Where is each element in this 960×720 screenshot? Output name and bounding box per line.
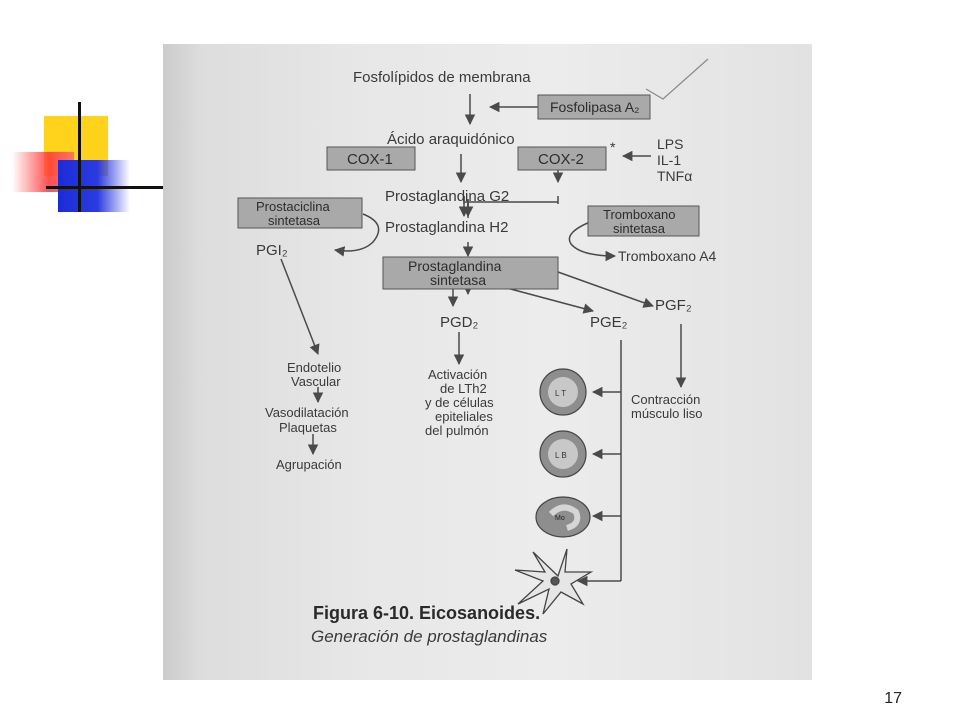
label-endotelio-2: Vascular xyxy=(291,374,341,389)
label-prosta-sint-1: Prostaglandina xyxy=(408,258,502,274)
label-fosfolipidos: Fosfolípidos de membrana xyxy=(353,69,531,86)
label-tnf: TNFα xyxy=(657,168,692,184)
label-cell-lt: L T xyxy=(555,389,566,398)
label-activacion-5: del pulmón xyxy=(425,423,489,438)
box-prostaglandina-sintetasa xyxy=(382,256,559,290)
label-acido: Ácido araquidónico xyxy=(387,131,515,148)
label-prostaciclina-2: sintetasa xyxy=(268,213,321,228)
label-star: * xyxy=(610,139,616,155)
arrow-sint-pgf2 xyxy=(557,271,654,308)
label-activacion-1: Activación xyxy=(428,367,487,382)
arrow-pgi2-endotelio xyxy=(280,258,320,355)
box-cox2 xyxy=(517,146,607,171)
label-cell-mo: Mo xyxy=(555,515,565,522)
enzyme-boxes xyxy=(237,94,700,290)
label-pgg2: Prostaglandina G2 xyxy=(385,188,509,205)
arrow-tromboxano xyxy=(568,219,617,262)
label-vaso-1: Vasodilatación xyxy=(265,405,349,420)
label-cell-lb: L B xyxy=(555,451,567,460)
eicosanoid-diagram: Fosfolípidos de membrana Fosfolipasa A₂ … xyxy=(237,58,717,646)
box-cox1 xyxy=(326,146,416,171)
box-fosfolipasa xyxy=(537,94,651,120)
label-tromboxano-syn-1: Tromboxano xyxy=(603,207,676,222)
figure-caption-title: Figura 6-10. Eicosanoides. xyxy=(313,603,540,623)
label-activacion-4: epiteliales xyxy=(435,409,493,424)
label-cox1: COX-1 xyxy=(347,151,393,168)
label-prostaciclina-1: Prostaciclina xyxy=(256,199,330,214)
cell-dendritic xyxy=(514,548,594,615)
label-endotelio-1: Endotelio xyxy=(287,360,341,375)
ornament-vertical-line xyxy=(78,102,81,212)
label-pgf2: PGF₂ xyxy=(655,297,692,314)
label-activacion-3: y de células xyxy=(425,395,494,410)
label-lps: LPS xyxy=(657,136,683,152)
label-fosfolipasa: Fosfolipasa A₂ xyxy=(550,99,639,115)
label-pgi2: PGI₂ xyxy=(256,242,288,259)
pen-tick-mark xyxy=(645,58,709,100)
label-contraccion-2: músculo liso xyxy=(631,406,703,421)
ornament-horizontal-line xyxy=(46,186,166,189)
immune-cells: L T L B Mo xyxy=(514,368,594,615)
label-tromboxano-syn-2: sintetasa xyxy=(613,221,666,236)
label-pgd2: PGD₂ xyxy=(440,314,479,331)
figure-caption-subtitle: Generación de prostaglandinas xyxy=(311,627,548,646)
label-pge2: PGE₂ xyxy=(590,314,628,331)
label-cox2: COX-2 xyxy=(538,151,584,168)
cell-lymphocyte-t: L T xyxy=(539,368,587,416)
label-pgh2: Prostaglandina H2 xyxy=(385,219,508,236)
cell-lymphocyte-b: L B xyxy=(539,430,587,478)
arrow-prostaciclina xyxy=(333,213,380,257)
cell-monocyte: Mo xyxy=(535,496,591,538)
label-prosta-sint-2: sintetasa xyxy=(430,272,486,288)
diagram-labels: Fosfolípidos de membrana Fosfolipasa A₂ … xyxy=(256,69,717,472)
slide-page-number: 17 xyxy=(884,690,902,707)
label-agrupacion: Agrupación xyxy=(276,457,342,472)
arrow-sint-pge2 xyxy=(502,286,595,314)
label-il1: IL-1 xyxy=(657,152,681,168)
label-tromboxano-a4: Tromboxano A4 xyxy=(618,248,717,264)
template-ornament xyxy=(0,0,170,230)
label-activacion-2: de LTh2 xyxy=(440,381,487,396)
scanned-figure: Fosfolípidos de membrana Fosfolipasa A₂ … xyxy=(163,44,812,680)
box-prostaciclina xyxy=(237,197,363,229)
label-vaso-2: Plaquetas xyxy=(279,420,337,435)
box-tromboxano-sintetasa xyxy=(587,205,700,237)
label-contraccion-1: Contracción xyxy=(631,392,700,407)
